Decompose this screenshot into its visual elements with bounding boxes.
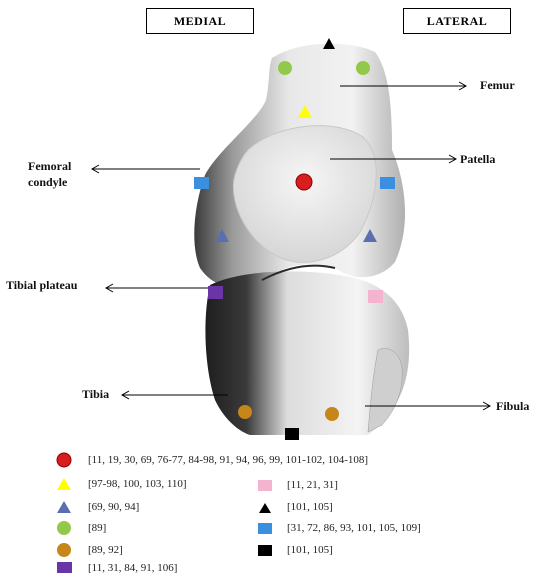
blue-square-marker-medial [194,177,209,189]
femoral-condyle-label-line1: Femoral [28,159,72,173]
legend-blue-triangle-icon [57,501,71,513]
orange-circle-marker-lateral [325,407,339,421]
legend-text-orange-circle: [89, 92] [88,544,123,556]
lateral-header: LATERAL [403,8,511,34]
femur-arrow-head [458,81,468,91]
orange-circle-marker-medial [238,405,252,419]
tibia-arrow-head [120,390,130,400]
legend-purple-square-icon [57,562,72,573]
femoral-condyle-label-line2: condyle [28,175,68,189]
legend-blue-square-icon [258,523,272,534]
patella-label: Patella [460,152,496,166]
tibia-label: Tibia [82,387,110,401]
black-triangle-marker [323,38,335,49]
legend-text-blue-triangle: [69, 90, 94] [88,501,140,513]
legend-black-square-icon [258,545,272,556]
legend-text-yellow-triangle: [97-98, 100, 103, 110] [88,478,187,490]
blue-square-marker-lateral [380,177,395,189]
green-circle-marker-lateral [356,61,370,75]
legend-text-purple-square: [11, 31, 84, 91, 106] [88,562,178,574]
legend-text-blue-square: [31, 72, 86, 93, 101, 105, 109] [287,522,421,534]
fibula-label: Fibula [496,399,530,413]
medial-header: MEDIAL [146,8,254,34]
fibula-shape [367,348,403,433]
red-circle-marker [295,173,313,191]
legend-text-black-square: [101, 105] [287,544,333,556]
fibula-arrow-head [482,401,492,411]
legend-text-green-circle: [89] [88,522,107,534]
legend-red-circle-icon [56,452,72,468]
black-square-marker [285,428,299,440]
patella-shape [232,125,377,263]
pink-square-marker [368,290,383,303]
blue-triangle-marker-lateral [363,229,377,242]
patella-arrow-head [448,154,458,164]
legend-text-pink-square: [11, 21, 31] [287,479,338,491]
legend-pink-square-icon [258,480,272,491]
femoral-condyle-arrow-head [90,164,100,174]
green-circle-marker-medial [278,61,292,75]
purple-square-marker [208,286,223,299]
yellow-triangle-marker [298,105,312,118]
legend-text-black-triangle: [101, 105] [287,501,333,513]
blue-triangle-marker-medial [215,229,229,242]
femur-label: Femur [480,78,515,92]
tibia-shape [205,271,410,435]
legend-black-triangle-icon [259,503,271,513]
legend-text-red-circle: [11, 19, 30, 69, 76-77, 84-98, 91, 94, 9… [88,454,369,466]
legend-yellow-triangle-icon [57,478,71,490]
tibial-plateau-arrow-head [104,283,114,293]
tibial-plateau-label: Tibial plateau [6,278,78,292]
legend-orange-circle-icon [57,543,71,557]
legend-green-circle-icon [57,521,71,535]
joint-gap [261,264,336,281]
